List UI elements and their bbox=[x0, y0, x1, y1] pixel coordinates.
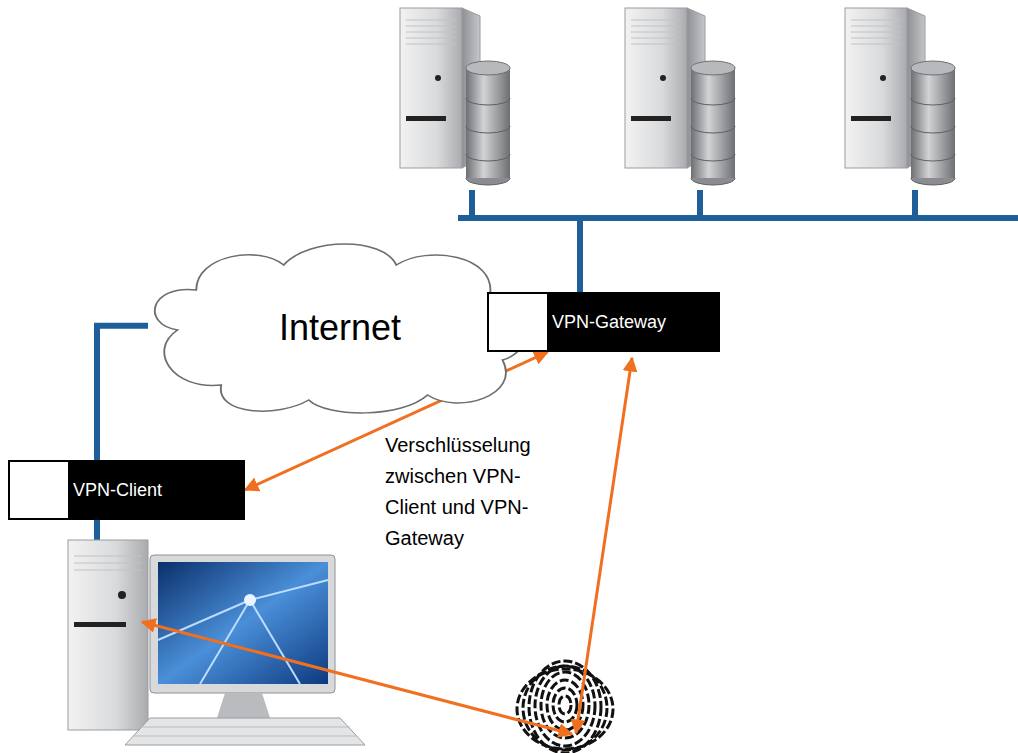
vpn-box: VPN-Gateway bbox=[487, 292, 720, 352]
box-square bbox=[488, 293, 548, 351]
annotation-text: Verschlüsselung zwischen VPN-Client und … bbox=[385, 430, 557, 554]
vpn-box: VPN-Client bbox=[8, 460, 245, 520]
box-square bbox=[9, 461, 69, 519]
network-cloud: Internet bbox=[140, 235, 540, 420]
node-text: Internet bbox=[140, 307, 540, 349]
server-icon bbox=[625, 8, 735, 185]
server-icon bbox=[400, 8, 510, 185]
encryption-arrow bbox=[142, 358, 632, 734]
node-text: VPN-Gateway bbox=[552, 312, 666, 333]
node-text: VPN-Client bbox=[73, 480, 162, 501]
connector bbox=[97, 326, 148, 460]
server-icon bbox=[845, 8, 955, 185]
fingerprint-icon bbox=[517, 661, 613, 753]
